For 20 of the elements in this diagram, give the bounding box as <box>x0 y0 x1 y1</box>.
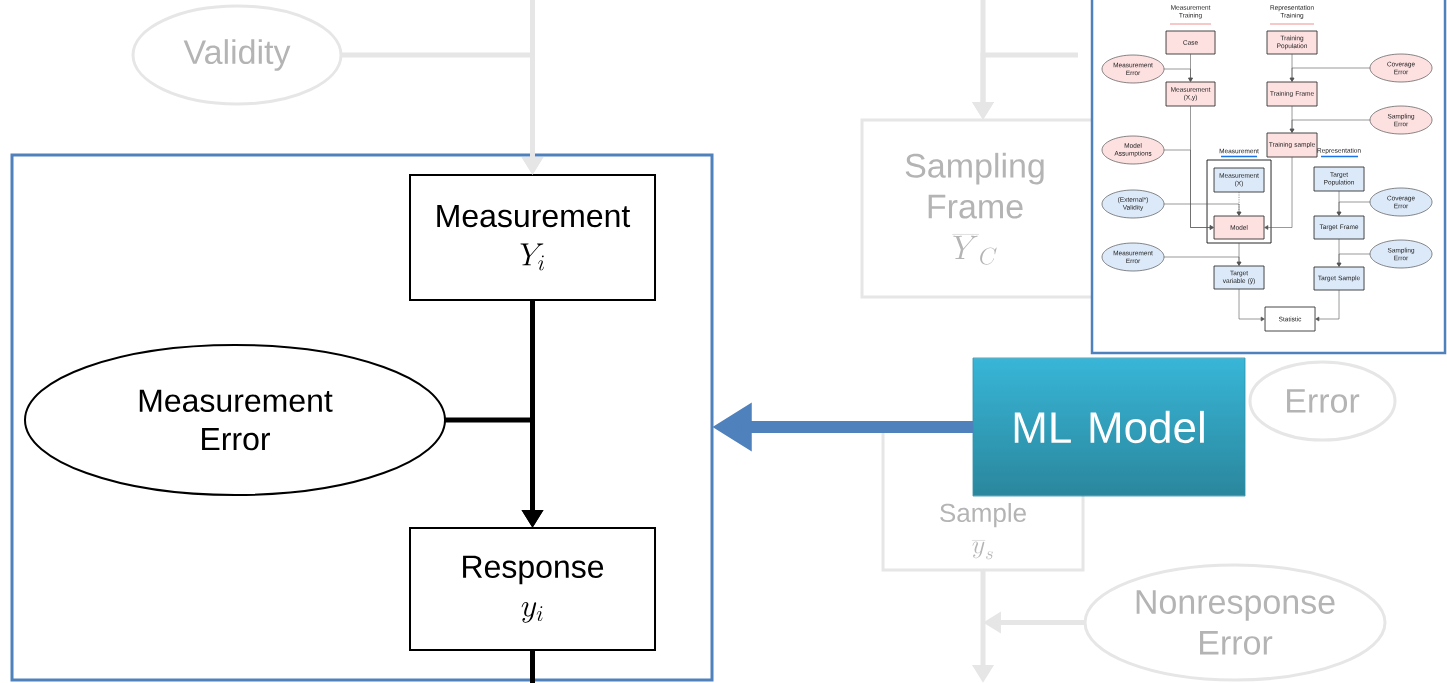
oval-node: Nonresponse Error <box>1083 563 1387 682</box>
arrow <box>1336 253 1371 267</box>
oval-node: Error <box>1248 360 1397 442</box>
arrow <box>1289 67 1371 82</box>
arrow <box>1163 149 1214 230</box>
arrow <box>1336 201 1371 216</box>
arrow <box>1163 68 1193 82</box>
arrow <box>1289 119 1371 133</box>
arrow <box>1315 289 1340 322</box>
arrow <box>1238 288 1265 322</box>
connector-line <box>530 650 535 683</box>
panel-frame <box>10 153 714 682</box>
oval-node: Validity <box>131 4 343 106</box>
arrow <box>1264 156 1293 230</box>
arrow <box>1163 256 1242 266</box>
arrow <box>1163 203 1242 216</box>
oval-node: Measurement Error <box>24 344 446 496</box>
process-box: Measurement $Y_{i}$ <box>409 174 656 301</box>
model-box: ML Model <box>972 357 1246 497</box>
process-box: Response $y_{i}$ <box>409 527 656 651</box>
